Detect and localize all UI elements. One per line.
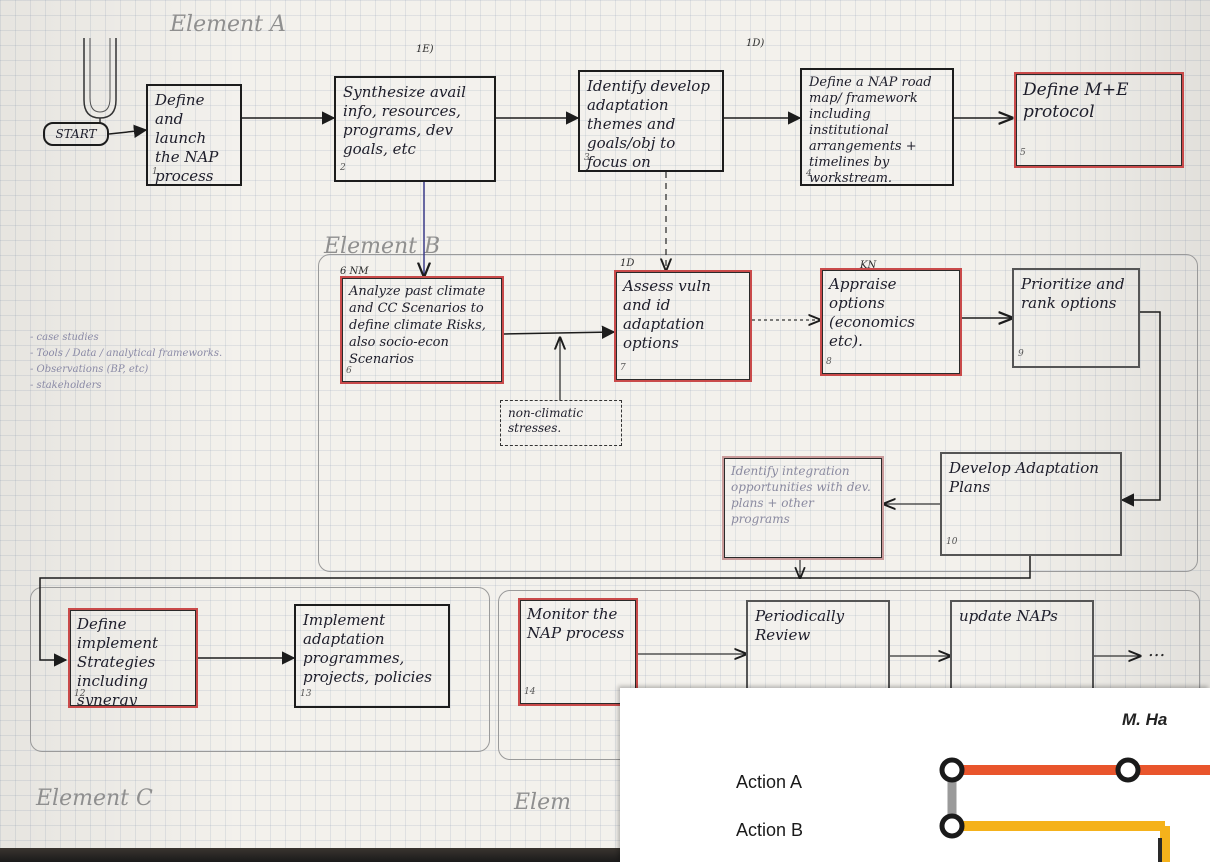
box-define-launch-nap: Define and launch the NAP process 1	[146, 84, 242, 186]
start-node: START	[43, 122, 109, 146]
box-text: Develop Adaptation Plans	[949, 459, 1099, 496]
inset-metro-lines	[939, 757, 1210, 862]
inset-row-label-a: Action A	[736, 772, 803, 792]
box-text: non-climatic stresses.	[508, 406, 584, 435]
box-identify-themes: Identify develop adaptation themes and g…	[578, 70, 724, 172]
box-number: 3	[584, 153, 590, 163]
box-text: Periodically Review	[755, 607, 845, 644]
trailing-ellipsis: ...	[1148, 640, 1166, 661]
box-text: Analyze past climate and CC Scenarios to…	[349, 284, 486, 367]
region-element-b	[318, 254, 1198, 572]
inset-row-label-b: Action B	[736, 820, 804, 840]
box-assess-vuln: Assess vuln and id adaptation options 7	[614, 270, 752, 382]
inset-station-b1	[939, 813, 965, 839]
box-text: Monitor the NAP process	[527, 605, 625, 642]
region-element-c	[30, 587, 490, 752]
box-text: Identify develop adaptation themes and g…	[587, 77, 710, 171]
arrow-b9-to-b10	[1120, 311, 1161, 507]
arrow-start-to-b1	[108, 124, 148, 139]
box-number: 6	[346, 366, 352, 376]
box-appraise-options: Appraise options (economics etc). 8	[820, 268, 962, 376]
box-text: Synthesize avail info, resources, progra…	[343, 83, 466, 158]
tag-8: KN	[860, 260, 877, 271]
box-number: 4	[806, 169, 812, 179]
box-number: 9	[1018, 349, 1024, 359]
box-periodically-review: Periodically Review	[746, 600, 890, 692]
box-define-me-protocol: Define M+E protocol 5	[1014, 72, 1184, 168]
overlay-inset-figure: M. Ha Action A Action B	[620, 688, 1210, 862]
box-text: Prioritize and rank options	[1021, 275, 1125, 312]
inset-station-a1	[939, 757, 965, 783]
box-nap-roadmap: Define a NAP road map/ framework includi…	[800, 68, 954, 186]
region-label-element-a: Element A	[170, 12, 286, 37]
box-text: Appraise options (economics etc).	[829, 275, 915, 350]
box-number: 14	[524, 687, 536, 697]
box-number: 2	[340, 163, 346, 173]
box-text: Define M+E protocol	[1023, 80, 1129, 122]
fork-doodle	[83, 38, 117, 119]
box-identify-integration: Identify integration opportunities with …	[722, 456, 884, 560]
box-number: 13	[300, 689, 312, 699]
box-number: 5	[1020, 148, 1026, 158]
box-text: Define implement Strategies including sy…	[77, 615, 159, 708]
box-develop-plans: Develop Adaptation Plans 10	[940, 452, 1122, 556]
side-notes: - case studies - Tools / Data / analytic…	[30, 330, 270, 394]
tag-7: 1D	[620, 258, 635, 269]
tag-1d: 1D)	[746, 38, 765, 49]
box-text: Define and launch the NAP process	[155, 91, 219, 185]
box-number: 12	[74, 689, 86, 699]
arrow-b6-to-b7	[503, 325, 616, 339]
box-update-naps: update NAPs	[950, 600, 1094, 692]
box-text: Define a NAP road map/ framework includi…	[809, 75, 932, 186]
box-number: 8	[826, 357, 832, 367]
box-non-climatic-stresses: non-climatic stresses.	[500, 400, 622, 446]
box-synthesize-info: Synthesize avail info, resources, progra…	[334, 76, 496, 182]
side-note: - stakeholders	[30, 380, 102, 391]
side-note: - Observations (BP, etc)	[30, 364, 149, 375]
inset-station-a2	[1115, 757, 1141, 783]
region-label-element-d: Elem	[514, 790, 571, 815]
region-label-element-c: Element C	[36, 786, 153, 811]
tag-6: 6 NM	[340, 266, 369, 277]
tag-1e: 1E)	[416, 44, 434, 55]
side-note: - Tools / Data / analytical frameworks.	[30, 348, 223, 359]
box-number: 10	[946, 537, 958, 547]
box-analyze-climate: Analyze past climate and CC Scenarios to…	[340, 276, 504, 384]
box-text: Identify integration opportunities with …	[731, 464, 871, 526]
side-note: - case studies	[30, 332, 99, 343]
arrow-b10-to-b12	[39, 556, 1031, 667]
box-number: 7	[620, 363, 626, 373]
box-number: 1	[152, 167, 158, 177]
box-text: Assess vuln and id adaptation options	[623, 277, 711, 352]
box-text: update NAPs	[959, 607, 1058, 625]
box-text: Implement adaptation programmes, project…	[303, 611, 432, 686]
box-prioritize-rank: Prioritize and rank options 9	[1012, 268, 1140, 368]
box-monitor-nap: Monitor the NAP process 14	[518, 598, 638, 706]
box-implement-programmes: Implement adaptation programmes, project…	[294, 604, 450, 708]
box-define-implement-strategies: Define implement Strategies including sy…	[68, 608, 198, 708]
region-label-element-b: Element B	[324, 234, 441, 259]
inset-header: M. Ha	[1122, 710, 1168, 729]
